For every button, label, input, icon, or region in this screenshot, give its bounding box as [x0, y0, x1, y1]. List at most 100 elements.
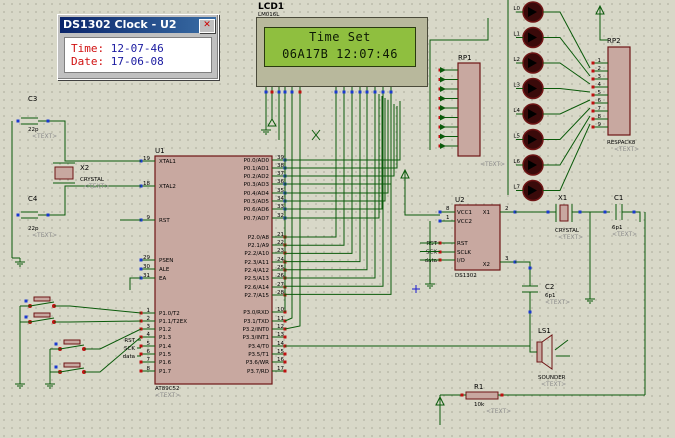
- u1-pin-name: P1.0/T2: [159, 311, 180, 317]
- u1-pin-number: 30: [143, 264, 150, 270]
- button-wire: [84, 336, 142, 373]
- u1-chip-body[interactable]: [154, 155, 273, 385]
- c3-value-label: 22p: [28, 127, 39, 133]
- u1-pin-name: P1.7: [159, 369, 172, 375]
- u1-pin-number: 25: [277, 265, 284, 271]
- p0-wire: [285, 108, 401, 161]
- button-lever: [59, 367, 85, 373]
- rp2-resistor-pack[interactable]: [607, 46, 631, 136]
- u1-pin-name: P0.6/AD6: [244, 207, 270, 213]
- u1-pin-number: 8: [147, 366, 151, 372]
- rp1-resistor-pack[interactable]: [457, 62, 481, 157]
- u1-pin-name: EA: [159, 276, 166, 282]
- u1-pin-number: 37: [277, 171, 284, 177]
- c4-ref-label: C4: [28, 195, 38, 203]
- u2-pin-number: 1: [446, 215, 450, 221]
- c1-pin-marker: [632, 210, 636, 214]
- button-marker: [54, 342, 58, 346]
- u1-text-placeholder: <TEXT>: [155, 392, 180, 399]
- led-diode-symbol: [528, 32, 537, 43]
- c3-ref-label: C3: [28, 95, 37, 103]
- u1-pin-number: 13: [277, 332, 284, 338]
- ls1-ref-label: LS1: [538, 327, 551, 335]
- u1-pin-number: 1: [147, 308, 151, 314]
- u1-pin-name: P0.0/AD0: [244, 158, 270, 164]
- lcd-part-label: LM016L: [258, 12, 280, 18]
- u1-pin-name: XTAL2: [159, 184, 176, 190]
- r1-value-label: 10k: [474, 402, 485, 408]
- x1-text-placeholder: <TEXT>: [558, 234, 583, 241]
- arrow-icon: [440, 76, 446, 83]
- c4-text-placeholder: <TEXT>: [32, 232, 57, 239]
- led-diode-symbol: [528, 7, 537, 17]
- u1-pin-number: 4: [147, 332, 151, 338]
- x1-crystal-body[interactable]: [559, 204, 569, 222]
- ds1302-clock-window[interactable]: DS1302 Clock - U2 ✕ Time: 12-07-46 Date:…: [57, 14, 219, 80]
- u1-pin-name: XTAL1: [159, 159, 176, 165]
- p0-wire: [285, 96, 383, 210]
- u1-pin-number: 18: [143, 181, 150, 187]
- window-title[interactable]: DS1302 Clock - U2: [60, 17, 216, 33]
- u1-pin-number: 31: [143, 273, 150, 279]
- push-button[interactable]: [33, 312, 51, 318]
- xtal1-wire: [38, 120, 141, 162]
- c1-value-label: 6p1: [612, 225, 623, 231]
- u2-net-label: RST: [426, 241, 437, 247]
- sounder-cone: [541, 334, 553, 370]
- u1-pin-number: 32: [277, 213, 284, 219]
- u2-pin-marker: [438, 210, 442, 214]
- push-button[interactable]: [63, 362, 81, 368]
- arrow-icon: [440, 95, 446, 102]
- u1-pin-number: 17: [277, 366, 284, 372]
- x2-crystal-body[interactable]: [54, 166, 74, 180]
- u2-pin-number: 8: [446, 206, 450, 212]
- push-button[interactable]: [63, 339, 81, 345]
- u1-net-label: RST: [124, 338, 135, 344]
- lcd-pin-marker: [264, 90, 268, 94]
- led-label: L0: [513, 6, 520, 12]
- u1-pin-name: P2.2/A10: [244, 251, 269, 257]
- rp1-text-placeholder: <TEXT>: [480, 161, 505, 168]
- c2-ref-label: C2: [545, 283, 554, 291]
- rp2-pin-marker: [591, 117, 595, 121]
- u1-pin-name: PSEN: [159, 258, 173, 264]
- sounder-wire: [285, 345, 537, 353]
- push-button[interactable]: [33, 296, 51, 302]
- u1-pin-name: RST: [159, 218, 170, 224]
- u1-pin-name: P0.3/AD3: [244, 182, 270, 188]
- button-lever: [59, 344, 85, 350]
- sounder-icon[interactable]: [536, 341, 543, 363]
- u1-ref-label: U1: [155, 147, 165, 155]
- power-icon: [267, 117, 277, 127]
- r1-ref-label: R1: [474, 383, 483, 391]
- c3-text-placeholder: <TEXT>: [32, 133, 57, 140]
- p0-wire: [285, 106, 398, 169]
- u1-pin-number: 14: [277, 341, 284, 347]
- u1-pin-marker: [139, 258, 143, 262]
- lcd-pin-marker: [277, 90, 281, 94]
- lcd-pin-marker: [298, 90, 302, 94]
- lcd-pin-marker: [350, 90, 354, 94]
- led-diode-symbol: [528, 185, 537, 196]
- u1-pin-number: 10: [277, 307, 284, 313]
- u2-ref-label: U2: [455, 196, 465, 204]
- u1-pin-name: P3.1/TXD: [244, 319, 269, 325]
- button-marker: [24, 315, 28, 319]
- led-label: L6: [513, 159, 520, 165]
- u1-pin-number: 16: [277, 357, 284, 363]
- c3-pin-marker: [46, 119, 50, 123]
- p0-wire: [285, 100, 389, 194]
- u1-pin-number: 29: [143, 255, 150, 261]
- rp1-common-wire: [429, 18, 489, 150]
- led-diode-symbol: [528, 134, 537, 145]
- rp2-pin-number: 2: [598, 66, 602, 72]
- u1-pin-name: P1.6: [159, 360, 172, 366]
- led-diode-symbol: [528, 83, 537, 94]
- u1-pin-name: P1.5: [159, 352, 172, 358]
- u2-chip-body[interactable]: [454, 204, 501, 271]
- r1-resistor[interactable]: [465, 391, 499, 400]
- close-button[interactable]: ✕: [199, 19, 215, 33]
- u1-pin-marker: [283, 335, 287, 339]
- lcd-pin-marker: [283, 90, 287, 94]
